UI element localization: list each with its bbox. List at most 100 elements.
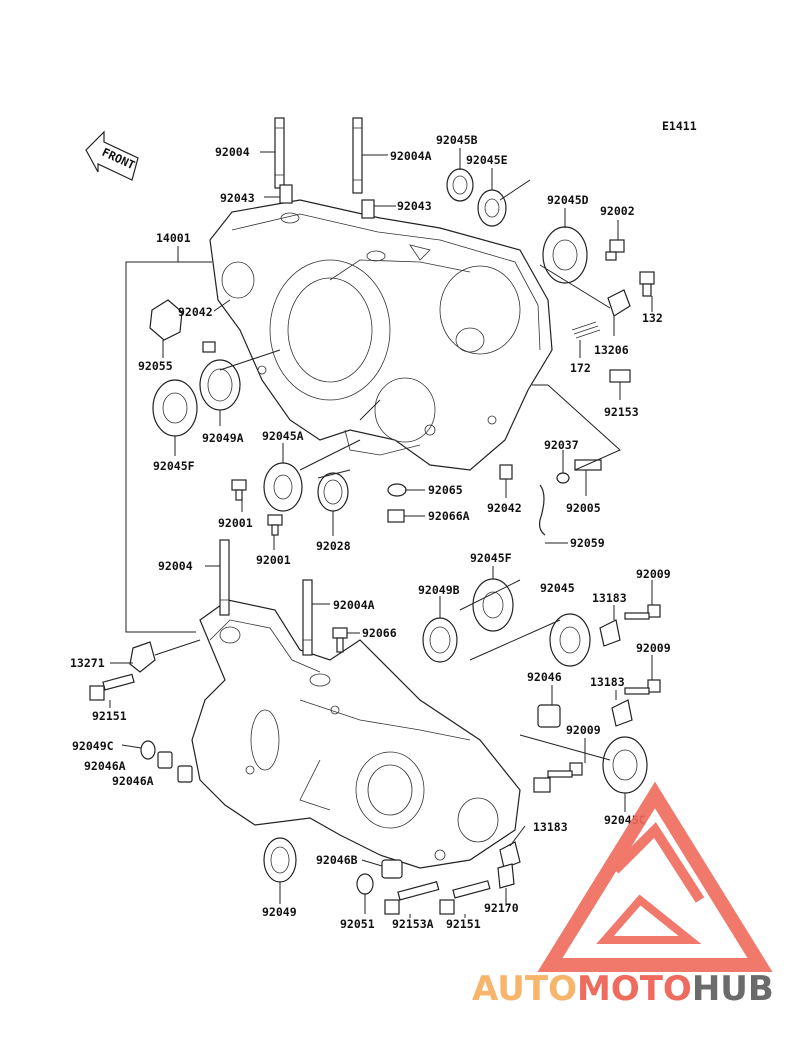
label-92065: 92065 [428, 483, 463, 497]
clamp-92037 [556, 472, 570, 484]
label-92045f-lower: 92045F [470, 551, 512, 565]
label-92045e: 92045E [466, 153, 508, 167]
bolt-132 [639, 271, 655, 297]
diagram-code: E1411 [662, 119, 697, 133]
label-92004-mid: 92004 [158, 559, 193, 573]
bolt-92001-a [231, 479, 247, 501]
bolt-92066 [332, 627, 348, 653]
label-92049a: 92049A [202, 431, 244, 445]
bearing-92045d [542, 226, 588, 284]
watermark-text: AUTOMOTOHUB [472, 969, 774, 1009]
label-92051: 92051 [340, 917, 375, 931]
label-92004a-top: 92004A [390, 149, 432, 163]
label-92001-a: 92001 [218, 516, 253, 530]
label-92004a-mid: 92004A [333, 598, 375, 612]
switch-92153 [609, 369, 631, 383]
stud-92004a-top [352, 117, 363, 194]
lower-crankcase [191, 599, 521, 869]
watermark-auto: AUTO [472, 969, 577, 1009]
automotohub-watermark: AUTOMOTOHUB [472, 781, 774, 1009]
seal-92049 [263, 837, 297, 883]
bearing-92045a [263, 462, 303, 512]
label-13206: 13206 [594, 343, 629, 357]
label-132: 132 [642, 311, 663, 325]
label-92170: 92170 [484, 901, 519, 915]
bracket-13206 [607, 289, 631, 317]
label-92009-c: 92009 [566, 723, 601, 737]
label-92046a-a: 92046A [84, 759, 126, 773]
bearing-92045c [602, 736, 648, 794]
plug-92065 [387, 483, 407, 497]
seal-92049a [199, 359, 241, 411]
label-92151-a: 92151 [92, 709, 127, 723]
upper-crankcase [209, 199, 553, 471]
label-92004-top: 92004 [215, 145, 250, 159]
bearing-92045b [446, 168, 474, 202]
bolt-92009-c [547, 762, 583, 778]
stud-92004-mid [219, 539, 230, 616]
bracket-14001-lower-tab [533, 777, 551, 793]
plug-92002 [605, 239, 625, 261]
label-92043-a: 92043 [220, 191, 255, 205]
label-92046a-b: 92046A [112, 774, 154, 788]
label-92045f-upper: 92045F [153, 459, 195, 473]
label-92009-b: 92009 [636, 641, 671, 655]
label-92042-a: 92042 [178, 305, 213, 319]
bolt-92151-b [439, 880, 491, 915]
watermark-logo-icon [537, 781, 773, 972]
watermark-moto: MOTO [577, 969, 692, 1009]
stud-92004a-mid [302, 579, 313, 656]
label-92001-b: 92001 [256, 553, 291, 567]
label-13183-a: 13183 [592, 591, 627, 605]
label-92042-b: 92042 [487, 501, 522, 515]
label-13183-c: 13183 [533, 820, 568, 834]
label-92028: 92028 [316, 539, 351, 553]
needle-bearing-92046a [157, 751, 193, 783]
bushing-92028 [317, 472, 349, 512]
clamp-92170 [497, 863, 515, 889]
label-92151-b: 92151 [446, 917, 481, 931]
plate-13183-a [599, 619, 621, 647]
plate-13183-b [611, 699, 633, 727]
label-92066: 92066 [362, 626, 397, 640]
seal-92049b [422, 617, 458, 663]
label-13183-b: 13183 [590, 675, 625, 689]
label-92066a: 92066A [428, 509, 470, 523]
fitting-92005 [574, 459, 602, 471]
bolt-92153a [384, 881, 440, 915]
dowel-92043-b [361, 199, 375, 219]
label-172: 172 [570, 361, 591, 375]
label-92045a: 92045A [262, 429, 304, 443]
label-92049b: 92049B [418, 583, 460, 597]
label-92005: 92005 [566, 501, 601, 515]
leader-lines [109, 148, 653, 918]
bolt-92001-b [267, 514, 283, 536]
label-92045: 92045 [540, 581, 575, 595]
front-arrow-icon: FRONT [85, 130, 139, 181]
bearing-92045e [477, 189, 507, 227]
label-92059: 92059 [570, 536, 605, 550]
watermark-hub: HUB [692, 969, 774, 1009]
label-92046b: 92046B [316, 853, 358, 867]
label-92037: 92037 [544, 438, 579, 452]
bolt-92009-b [624, 679, 661, 695]
spring-172 [571, 321, 601, 339]
collar-92051 [356, 873, 374, 895]
label-13271: 13271 [70, 656, 105, 670]
label-92045b: 92045B [436, 133, 478, 147]
bearing-92045f-upper [152, 379, 198, 437]
dowel-92043-a [279, 184, 293, 204]
label-92049c: 92049C [72, 739, 114, 753]
label-14001: 14001 [156, 231, 191, 245]
seal-92049c [140, 740, 156, 760]
part-labels: 92004 92004A 92045B 92045E 92043 92043 1… [70, 133, 671, 931]
label-92043-b: 92043 [397, 199, 432, 213]
label-92049: 92049 [262, 905, 297, 919]
dowel-92042-a [202, 341, 216, 353]
plug-92066a [387, 509, 405, 523]
dowel-92042-b [499, 464, 513, 480]
label-92045d: 92045D [547, 193, 589, 207]
bolt-92009-a [624, 604, 661, 620]
